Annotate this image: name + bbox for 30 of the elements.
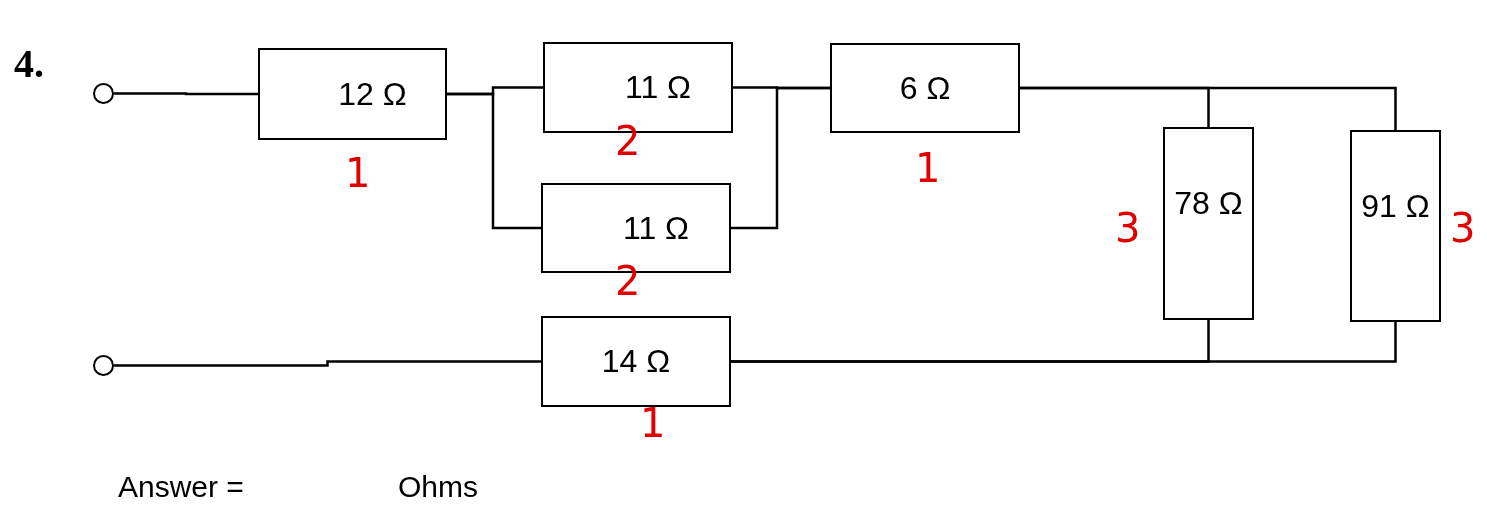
wire	[1020, 86, 1397, 132]
wire	[731, 86, 830, 230]
unit-label: Ohms	[398, 470, 478, 504]
wire	[731, 322, 1397, 363]
handwritten-number: 1	[640, 400, 666, 446]
handwritten-number: 1	[345, 150, 371, 196]
handwritten-number: 1	[915, 145, 941, 191]
resistance-value: 12 Ω	[338, 74, 407, 114]
resistor-box	[830, 43, 1020, 133]
answer-label: Answer =	[118, 470, 244, 504]
resistor-box	[1163, 127, 1254, 320]
handwritten-number: 3	[1115, 205, 1141, 251]
resistance-value: 11 Ω	[623, 208, 689, 248]
resistance-value: 91 Ω	[1361, 186, 1430, 226]
handwritten-number: 2	[615, 118, 641, 164]
handwritten-number: 2	[615, 258, 641, 304]
wire	[114, 92, 258, 96]
terminal-circle	[93, 355, 114, 376]
resistor-box	[541, 316, 731, 407]
wire	[114, 360, 541, 367]
terminal-circle	[93, 83, 114, 104]
resistor-box	[258, 48, 447, 140]
resistance-value: 6 Ω	[899, 68, 951, 108]
wire	[447, 92, 541, 230]
resistance-value: 14 Ω	[601, 342, 671, 382]
resistance-value: 78 Ω	[1174, 184, 1243, 224]
number-label: 4.	[14, 40, 44, 87]
resistance-value: 11 Ω	[625, 68, 691, 108]
resistor-box	[1350, 130, 1441, 322]
handwritten-number: 3	[1450, 205, 1476, 251]
